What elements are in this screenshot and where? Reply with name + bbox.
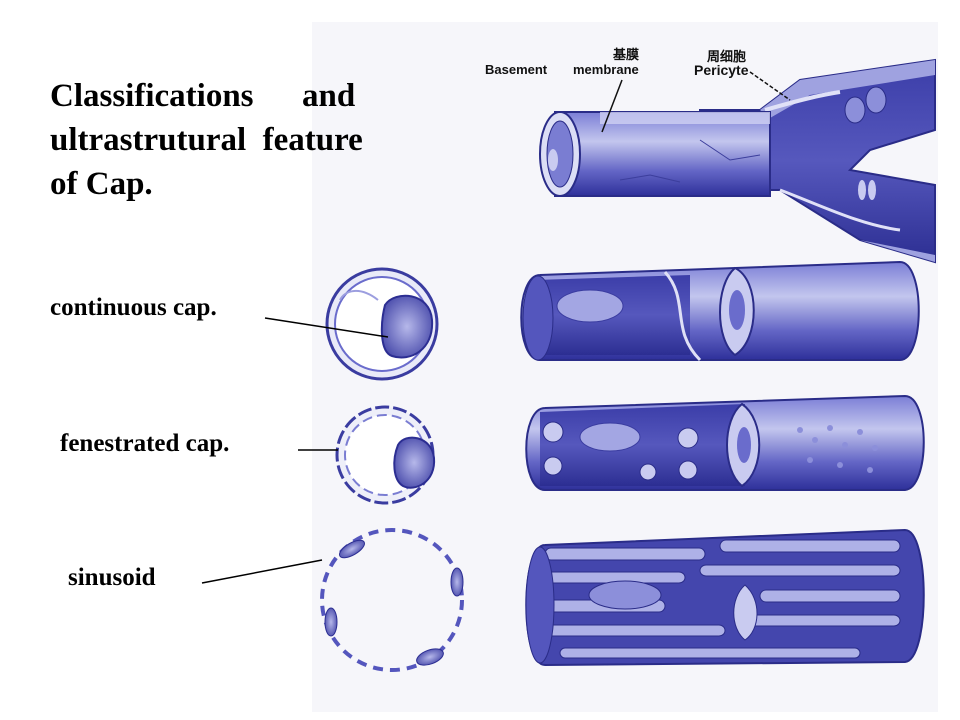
continuous-cap-cross-section: [325, 267, 439, 381]
fenestrated-cap-cross-section: [335, 405, 436, 505]
slide-title: Classifications and ultrastrutural featur…: [50, 74, 410, 206]
annotation-pericyte-en: Pericyte: [694, 62, 749, 78]
continuous-cap-3d: [520, 260, 920, 362]
annotation-pericyte-cn: 周细胞: [707, 50, 747, 65]
basement-leader: [601, 79, 623, 133]
annotation-basement-cn: 基膜: [613, 48, 640, 63]
title-line-2: ultrastrutural feature: [50, 122, 363, 158]
annotation-basement-en: Basement: [485, 62, 548, 77]
label-sinusoid: sinusoid: [68, 564, 156, 591]
title-word-classifications: Classifications: [50, 78, 254, 114]
label-continuous-cap: continuous cap.: [50, 294, 217, 321]
sinusoid-leader: [201, 559, 323, 584]
title-word-and: and: [302, 78, 356, 114]
top-branching-capillary: [539, 58, 936, 264]
annotation-membrane-en: membrane: [573, 62, 639, 77]
title-line-3: of Cap.: [50, 166, 153, 202]
pericyte-leader: [749, 71, 791, 101]
label-fenestrated-cap: fenestrated cap.: [60, 430, 230, 457]
sinusoid-3d: [525, 528, 925, 667]
sinusoid-cross-section: [320, 528, 464, 672]
continuous-leader: [264, 317, 389, 338]
fenestrated-cap-3d: [525, 394, 925, 491]
